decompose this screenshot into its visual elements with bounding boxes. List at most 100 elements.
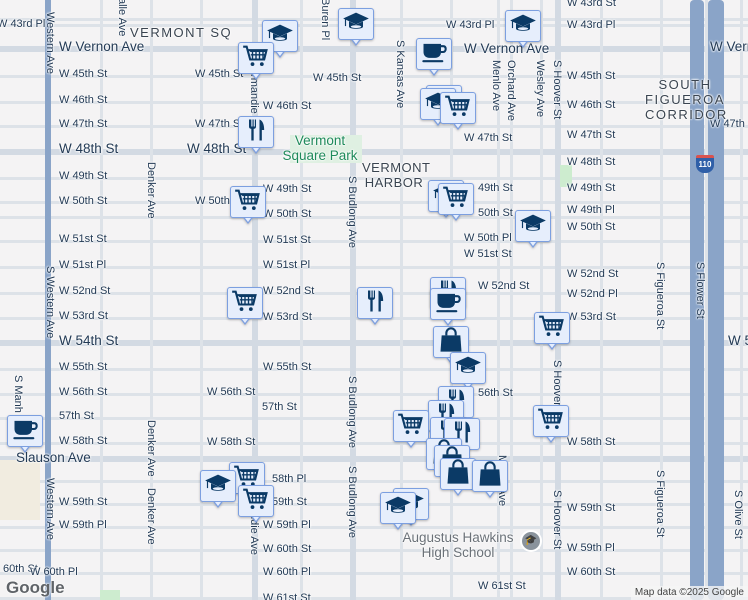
avenue-label: S Figueroa St xyxy=(654,470,666,538)
street xyxy=(0,572,748,575)
street-label: W 47th xyxy=(710,118,745,130)
avenue xyxy=(497,0,500,600)
marker-body xyxy=(357,287,393,319)
street-label: W 58th St xyxy=(207,436,256,448)
street-label: W 45th St xyxy=(313,72,362,84)
marker-pointer xyxy=(249,513,263,523)
street-label: W 43rd Pl xyxy=(567,19,616,31)
street-label: W 49th St xyxy=(263,183,312,195)
map-marker-graduation-cap[interactable] xyxy=(262,20,298,58)
street-label: W 48th St xyxy=(567,156,616,168)
map-marker-graduation-cap[interactable] xyxy=(505,10,541,48)
marker-body xyxy=(438,183,474,215)
street-label: W Vernon Ave xyxy=(59,39,145,54)
street-label: W 49th St xyxy=(567,182,616,194)
map-marker-fork-knife[interactable] xyxy=(238,116,274,154)
street-label: W Vernon Ave xyxy=(464,41,550,56)
marker-body xyxy=(227,287,263,319)
street-label: W 53rd St xyxy=(567,311,616,323)
marker-pointer xyxy=(349,36,363,46)
map-marker-coffee-cup[interactable] xyxy=(7,415,43,453)
map-marker-shopping-cart[interactable] xyxy=(534,312,570,350)
avenue-label: alle Ave xyxy=(116,0,128,37)
freeway-shield-110: 110 xyxy=(696,155,714,173)
map-marker-shopping-cart[interactable] xyxy=(438,183,474,221)
map-marker-shopping-bag[interactable] xyxy=(472,460,508,498)
school-poi-icon[interactable]: 🎓 xyxy=(520,530,542,552)
street xyxy=(0,177,748,180)
map-marker-shopping-cart[interactable] xyxy=(238,485,274,523)
avenue-label: S Olive St xyxy=(732,490,744,539)
street xyxy=(0,368,748,371)
map-marker-fork-knife[interactable] xyxy=(357,287,393,325)
street-label: W 48th St xyxy=(59,141,119,156)
marker-pointer xyxy=(368,315,382,325)
street-label: W 51st St xyxy=(59,233,107,245)
park-bottom xyxy=(100,590,120,600)
major-street xyxy=(0,340,748,346)
street-label: W 52nd St xyxy=(59,285,111,297)
street-label: W 60th St xyxy=(263,543,312,555)
street-label: W 50th St xyxy=(263,208,312,220)
street-label: 59th St xyxy=(272,496,307,508)
graduation-cap-icon xyxy=(266,21,294,52)
marker-pointer xyxy=(249,144,263,154)
street-label: 49th St xyxy=(478,182,513,194)
place-label-vermont-square: VERMONT SQ xyxy=(130,25,233,40)
marker-pointer xyxy=(404,438,418,448)
graduation-cap-icon xyxy=(342,9,370,40)
map-marker-coffee-cup[interactable] xyxy=(430,288,466,326)
marker-pointer xyxy=(18,443,32,453)
street-label: W 59th Pl xyxy=(59,519,107,531)
avenue xyxy=(660,0,663,600)
map-marker-shopping-cart[interactable] xyxy=(440,92,476,130)
street xyxy=(0,24,748,27)
park-small xyxy=(560,165,572,187)
street-label: W 52nd St xyxy=(263,285,315,297)
avenue-label: Wesley Ave xyxy=(534,60,546,118)
marker-body xyxy=(238,42,274,74)
map-marker-graduation-cap[interactable] xyxy=(338,8,374,46)
map-marker-shopping-cart[interactable] xyxy=(227,287,263,325)
map-marker-graduation-cap[interactable] xyxy=(515,210,551,248)
marker-body xyxy=(515,210,551,242)
major-street xyxy=(0,149,748,155)
street xyxy=(0,526,748,529)
street-label: W 61st St xyxy=(263,592,311,600)
street-label: W 45th St xyxy=(59,68,108,80)
street-label: W 52nd Pl xyxy=(567,288,618,300)
graduation-cap-icon xyxy=(454,353,482,384)
street-label: W 51st Pl xyxy=(263,259,311,271)
avenue xyxy=(510,0,513,600)
street-label: W 45th St xyxy=(195,68,244,80)
street xyxy=(0,240,748,243)
street xyxy=(0,503,748,506)
shopping-cart-icon xyxy=(233,463,261,494)
map-attribution[interactable]: Map data ©2025 Google xyxy=(630,586,748,600)
map-marker-shopping-cart[interactable] xyxy=(533,405,569,443)
street-label: W 47th St xyxy=(567,129,616,141)
shopping-cart-icon xyxy=(442,184,470,215)
freeway-shield-label: 110 xyxy=(698,160,712,169)
street xyxy=(0,101,748,104)
marker-body xyxy=(440,458,476,490)
marker-body xyxy=(380,492,416,524)
street xyxy=(0,442,748,445)
map-marker-shopping-cart[interactable] xyxy=(393,410,429,448)
fork-knife-icon xyxy=(242,117,270,148)
map-marker-graduation-cap[interactable] xyxy=(450,352,486,390)
street-label: W 59th Pl xyxy=(263,519,311,531)
major-street xyxy=(0,46,748,52)
map-marker-coffee-cup[interactable] xyxy=(416,38,452,76)
map-marker-graduation-cap[interactable] xyxy=(200,470,236,508)
street-label: W 46th St xyxy=(59,94,108,106)
map-marker-shopping-cart[interactable] xyxy=(238,42,274,80)
shopping-cart-icon xyxy=(234,187,262,218)
map-marker-shopping-bag[interactable] xyxy=(440,458,476,496)
marker-pointer xyxy=(273,48,287,58)
map-marker-shopping-cart[interactable] xyxy=(230,186,266,224)
marker-pointer xyxy=(241,214,255,224)
map-marker-graduation-cap[interactable] xyxy=(380,492,416,530)
avenue xyxy=(540,0,543,600)
